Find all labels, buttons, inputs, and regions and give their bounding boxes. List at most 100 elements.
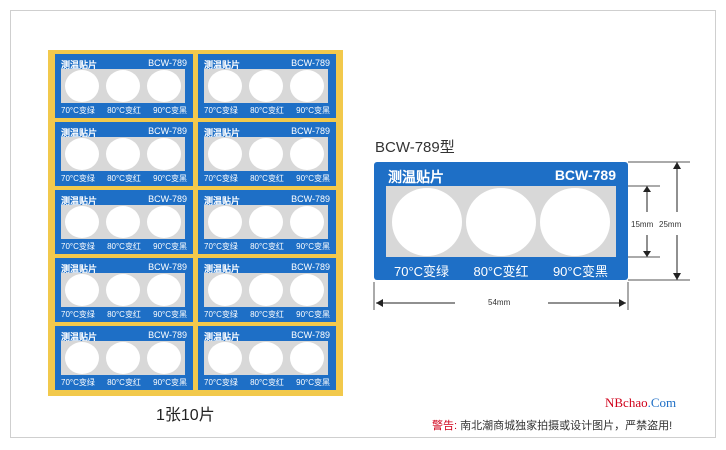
image-frame — [10, 10, 716, 438]
temp-label: 90°C变黑 — [153, 310, 187, 319]
sheet-label-name: 测温贴片 — [204, 128, 241, 138]
brand-part-2: .Com — [647, 395, 677, 410]
sheet-label-code: BCW-789 — [148, 126, 187, 136]
temp-label-2: 80°C变红 — [473, 264, 529, 279]
indicator-dot — [208, 274, 242, 306]
sheet-label-name: 测温贴片 — [204, 264, 241, 274]
temp-label: 80°C变红 — [250, 242, 284, 251]
warning-label: 警告: — [432, 420, 458, 432]
sheet-label: 测温贴片 BCW-789 70°C变绿 80°C变红 90°C变黑 — [198, 54, 336, 118]
temp-label: 70°C变绿 — [204, 242, 238, 251]
temp-label: 80°C变红 — [107, 242, 141, 251]
indicator-dot — [208, 70, 242, 102]
sheet-label-window — [61, 205, 185, 239]
indicator-dot — [65, 342, 99, 374]
temp-label: 90°C变黑 — [296, 310, 330, 319]
indicator-dot — [249, 274, 283, 306]
sheet-label-name: 测温贴片 — [204, 60, 241, 70]
indicator-dot — [208, 342, 242, 374]
dim-inner: 15mm — [631, 220, 654, 229]
temp-label: 80°C变红 — [107, 378, 141, 387]
temp-label-3: 90°C变黑 — [552, 264, 608, 279]
temp-label: 90°C变黑 — [153, 242, 187, 251]
indicator-dot — [147, 138, 181, 170]
sheet-label-temps: 70°C变绿 80°C变红 90°C变黑 — [204, 309, 330, 320]
sheet-label-window — [204, 273, 328, 307]
temp-label: 70°C变绿 — [61, 106, 95, 115]
indicator-dot — [249, 342, 283, 374]
sheet-label-code: BCW-789 — [291, 330, 330, 340]
temp-label: 70°C变绿 — [204, 310, 238, 319]
sheet-label-name: 测温贴片 — [61, 332, 98, 342]
indicator-dot — [249, 206, 283, 238]
large-label-code: BCW-789 — [554, 167, 616, 183]
sheet-label-code: BCW-789 — [148, 262, 187, 272]
indicator-dot — [208, 206, 242, 238]
temp-label: 70°C变绿 — [61, 242, 95, 251]
temp-label: 90°C变黑 — [153, 174, 187, 183]
large-label-name: 测温贴片 — [388, 169, 444, 185]
sheet-label-window — [204, 205, 328, 239]
temp-label: 80°C变红 — [250, 174, 284, 183]
sheet-label-window — [204, 341, 328, 375]
temp-label: 70°C变绿 — [204, 106, 238, 115]
indicator-dot — [290, 206, 324, 238]
indicator-dot-1 — [392, 188, 462, 256]
sheet-label-window — [61, 341, 185, 375]
temp-label: 70°C变绿 — [204, 378, 238, 387]
indicator-dot — [147, 70, 181, 102]
sheet-label-name: 测温贴片 — [61, 128, 98, 138]
sheet-label-code: BCW-789 — [291, 58, 330, 68]
sheet-label-temps: 70°C变绿 80°C变红 90°C变黑 — [61, 105, 187, 116]
sheet-label-temps: 70°C变绿 80°C变红 90°C变黑 — [61, 241, 187, 252]
sheet-label-window — [61, 69, 185, 103]
warning-notice: 警告: 南北潮商城独家拍摄或设计图片，严禁盗用! — [432, 417, 672, 433]
sheet-label-code: BCW-789 — [148, 330, 187, 340]
temp-label: 90°C变黑 — [296, 106, 330, 115]
temp-label: 80°C变红 — [107, 310, 141, 319]
indicator-dot — [106, 206, 140, 238]
temp-label: 80°C变红 — [250, 310, 284, 319]
sheet-label-name: 测温贴片 — [61, 264, 98, 274]
model-title: BCW-789型 — [375, 139, 455, 156]
temp-label: 90°C变黑 — [296, 174, 330, 183]
temp-label: 80°C变红 — [107, 106, 141, 115]
indicator-dot — [65, 274, 99, 306]
sheet-label-code: BCW-789 — [291, 194, 330, 204]
sheet-label-window — [61, 137, 185, 171]
dim-width: 54mm — [488, 298, 511, 307]
sheet-label-name: 测温贴片 — [204, 196, 241, 206]
sheet-label-name: 测温贴片 — [61, 196, 98, 206]
temp-label: 90°C变黑 — [296, 378, 330, 387]
indicator-dot — [147, 342, 181, 374]
indicator-dot — [106, 138, 140, 170]
indicator-dot — [208, 138, 242, 170]
temp-label: 70°C变绿 — [204, 174, 238, 183]
temp-label: 90°C变黑 — [153, 106, 187, 115]
large-label-temps: 70°C变绿 80°C变红 90°C变黑 — [394, 261, 608, 280]
warning-text: 南北潮商城独家拍摄或设计图片，严禁盗用! — [460, 420, 673, 432]
indicator-dot — [147, 206, 181, 238]
indicator-dot — [249, 138, 283, 170]
large-label-window — [386, 186, 616, 257]
temp-label-1: 70°C变绿 — [394, 264, 450, 279]
indicator-dot-2 — [466, 188, 536, 256]
indicator-dot — [290, 274, 324, 306]
temp-label: 80°C变红 — [250, 106, 284, 115]
brand-part-1: NBchao — [605, 395, 648, 410]
sheet-label-window — [204, 69, 328, 103]
indicator-dot — [65, 138, 99, 170]
brand-logo: NBchao.Com — [605, 395, 676, 411]
sheet-label-name: 测温贴片 — [61, 60, 98, 70]
sheet-label-temps: 70°C变绿 80°C变红 90°C变黑 — [204, 105, 330, 116]
